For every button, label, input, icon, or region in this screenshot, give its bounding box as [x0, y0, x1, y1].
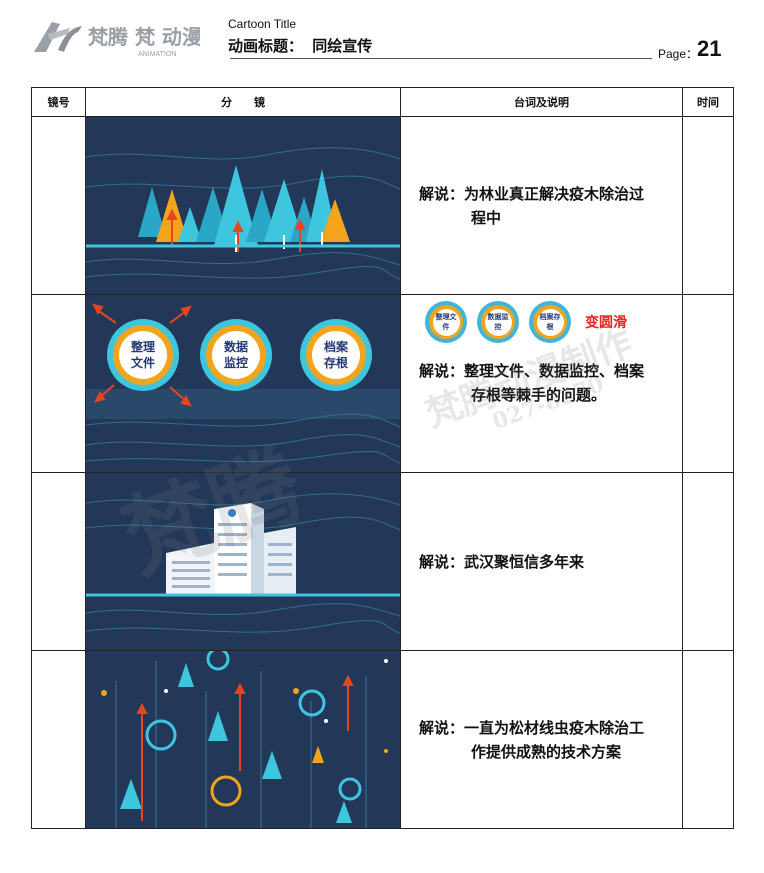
badge-archive: 档案存根 [529, 301, 571, 343]
time-cell [682, 472, 734, 651]
dialogue-cell: 解说：为林业真正解决疫木除治过 程中 [400, 116, 683, 295]
dialogue-line-2: 程中 [471, 208, 502, 227]
burst-label-1a: 整理 [130, 339, 155, 354]
frame-badges: 整理文件 数据监控 档案存根 [86, 295, 400, 472]
header-rule [230, 58, 652, 59]
shot-cell [31, 116, 86, 295]
page-label: Page： [658, 47, 699, 61]
animation-title: 动画标题： 同绘宣传 [228, 35, 372, 56]
time-cell [682, 116, 734, 295]
burst-2 [200, 319, 272, 391]
dialogue-line-1: 解说：为林业真正解决疫木除治过 [419, 184, 645, 203]
shot-cell [31, 472, 86, 651]
frame-building [86, 473, 400, 650]
col-time-header: 时间 [682, 87, 734, 117]
svg-text:梵腾 梵 动漫: 梵腾 梵 动漫 [88, 25, 200, 49]
dialogue-text: 解说：一直为松材线虫疫木除治工 作提供成熟的技术方案 [401, 716, 682, 764]
dialogue-line-2: 存根等棘手的问题。 [471, 386, 607, 404]
shot-cell [31, 650, 86, 829]
burst-3 [300, 319, 372, 391]
badges-illustration: 整理文件 数据监控 档案存根 [86, 303, 400, 464]
storyboard-table: 镜号 分 镜 台词及说明 时间 [31, 87, 734, 829]
badge-row: 整理文件 数据监控 档案存根 变圆滑 [425, 301, 627, 343]
round-note: 变圆滑 [585, 315, 627, 331]
burst-label-3a: 档案 [324, 339, 349, 354]
frame-cell: 整理文件 数据监控 档案存根 [85, 294, 401, 473]
dialogue-line-1: 解说：整理文件、数据监控、档案 [419, 362, 645, 380]
forest-illustration [86, 147, 400, 280]
shot-cell [31, 294, 86, 473]
office-building [166, 503, 296, 595]
dialogue-line-2: 作提供成熟的技术方案 [471, 742, 622, 761]
dialogue-cell: 整理文件 数据监控 档案存根 变圆滑 解说：整理文件、数据监控、档案 存根等棘手… [400, 294, 683, 473]
col-dialogue-header: 台词及说明 [400, 87, 683, 117]
frame-cell [85, 650, 401, 829]
dialogue-line-1: 解说：一直为松材线虫疫木除治工 [419, 718, 645, 737]
badge-data-monitor: 数据监控 [477, 301, 519, 343]
table-row: 解说：武汉聚恒信多年来 [31, 472, 734, 651]
tree-group [138, 165, 350, 245]
burst-label-3b: 存根 [323, 355, 348, 370]
dialogue-line-1: 解说：武汉聚恒信多年来 [419, 552, 585, 571]
table-row: 整理文件 数据监控 档案存根 [31, 294, 734, 473]
time-cell [682, 650, 734, 829]
burst-1 [107, 319, 179, 391]
dialogue-cell: 解说：武汉聚恒信多年来 [400, 472, 683, 651]
dialogue-text: 解说：武汉聚恒信多年来 [401, 550, 682, 574]
building-illustration [86, 493, 400, 634]
title-en: Cartoon Title [228, 17, 297, 31]
burst-label-2a: 数据 [224, 339, 248, 354]
frame-cell [85, 472, 401, 651]
table-header-row: 镜号 分 镜 台词及说明 时间 [31, 87, 734, 117]
col-shot-header: 镜号 [31, 87, 86, 117]
title-label: 动画标题： [228, 37, 304, 55]
dialogue-cell: 解说：一直为松材线虫疫木除治工 作提供成熟的技术方案 [400, 650, 683, 829]
dialogue-text: 解说：为林业真正解决疫木除治过 程中 [401, 182, 682, 230]
frame-tech [86, 651, 400, 828]
table-row: 解说：一直为松材线虫疫木除治工 作提供成熟的技术方案 [31, 650, 734, 829]
burst-label-2b: 监控 [224, 355, 248, 370]
frame-cell [85, 116, 401, 295]
dialogue-text: 解说：整理文件、数据监控、档案 存根等棘手的问题。 [401, 359, 652, 407]
frame-forest [86, 117, 400, 294]
studio-logo: 梵腾 梵 动漫 ANIMATION [34, 22, 200, 58]
tech-illustration [101, 651, 388, 828]
time-cell [682, 294, 734, 473]
burst-label-1b: 文件 [131, 355, 155, 370]
col-frame-header: 分 镜 [85, 87, 401, 117]
svg-text:ANIMATION: ANIMATION [138, 51, 176, 58]
title-value: 同绘宣传 [312, 37, 373, 55]
table-row: 解说：为林业真正解决疫木除治过 程中 [31, 116, 734, 295]
badge-organize-files: 整理文件 [425, 301, 467, 343]
page-number: 21 [697, 36, 722, 61]
